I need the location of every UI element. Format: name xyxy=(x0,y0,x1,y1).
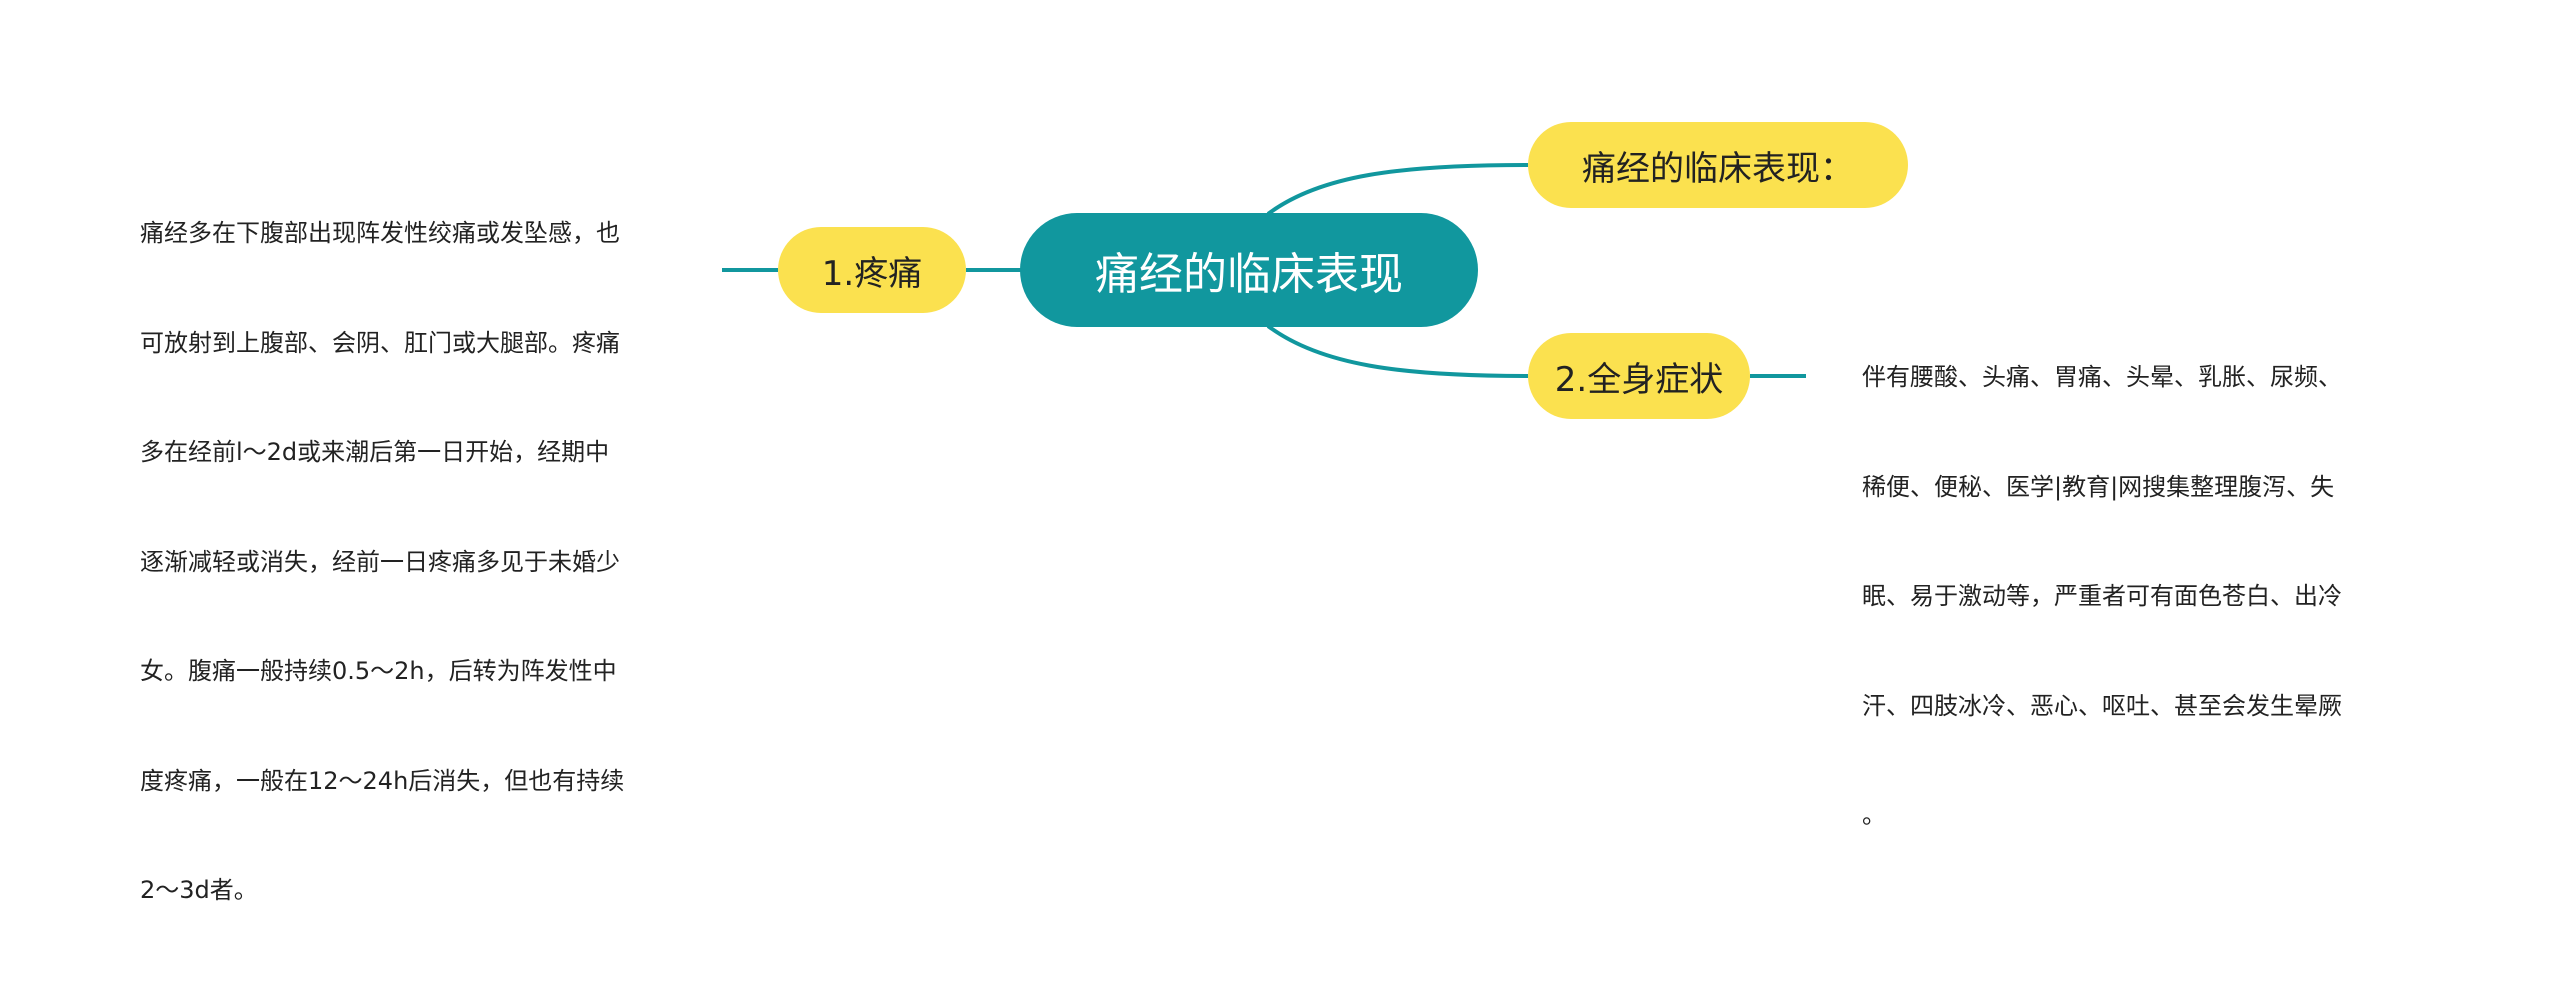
branch-node-pain[interactable]: 1.疼痛 xyxy=(778,227,966,313)
detail-line: 痛经多在下腹部出现阵发性绞痛或发坠感，也 xyxy=(140,219,620,247)
branch-node-systemic[interactable]: 2.全身症状 xyxy=(1528,333,1750,419)
detail-text-pain: 痛经多在下腹部出现阵发性绞痛或发坠感，也 可放射到上腹部、会阴、肛门或大腿部。疼… xyxy=(140,142,624,982)
detail-line: 女。腹痛一般持续0.5～2h，后转为阵发性中 xyxy=(140,657,617,685)
detail-line: 汗、四肢冰冷、恶心、呕吐、甚至会发生晕厥 xyxy=(1862,691,2342,720)
root-node[interactable]: 痛经的临床表现 xyxy=(1020,213,1478,327)
detail-line: 稀便、便秘、医学|教育|网搜集整理腹泻、失 xyxy=(1862,472,2335,501)
detail-line: 多在经前l～2d或来潮后第一日开始，经期中 xyxy=(140,438,610,466)
detail-line: 逐渐减轻或消失，经前一日疼痛多见于未婚少 xyxy=(140,547,620,576)
detail-line: 度疼痛，一般在12～24h后消失，但也有持续 xyxy=(140,766,625,795)
detail-line: 可放射到上腹部、会阴、肛门或大腿部。疼痛 xyxy=(140,328,620,357)
detail-line: 2～3d者。 xyxy=(140,876,258,904)
connector-root-to-clinical xyxy=(1266,163,1529,216)
detail-line: 伴有腰酸、头痛、胃痛、头晕、乳胀、尿频、 xyxy=(1862,363,2342,391)
detail-text-systemic: 伴有腰酸、头痛、胃痛、头晕、乳胀、尿频、 稀便、便秘、医学|教育|网搜集整理腹泻… xyxy=(1862,286,2342,907)
connector-root-to-systemic xyxy=(1266,324,1529,378)
connector-lines xyxy=(722,163,1806,378)
detail-line: 眠、易于激动等，严重者可有面色苍白、出冷 xyxy=(1862,582,2342,610)
detail-line: 。 xyxy=(1862,801,1886,829)
mindmap-canvas: 痛经的临床表现 1.疼痛 痛经的临床表现： 2.全身症状 痛经多在下腹部出现阵发… xyxy=(140,122,2342,904)
branch-node-clinical[interactable]: 痛经的临床表现： xyxy=(1528,122,1908,208)
